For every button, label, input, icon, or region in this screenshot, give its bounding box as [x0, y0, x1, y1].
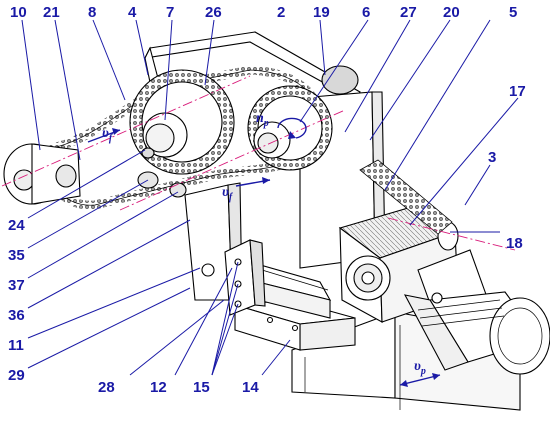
drive-belt [359, 159, 453, 235]
label-8: 8 [88, 4, 96, 21]
leader-lines [21, 19, 519, 376]
label-10: 10 [10, 4, 27, 21]
label-12: 12 [150, 379, 167, 396]
clamp-block [224, 239, 266, 316]
label-19: 19 [313, 4, 330, 21]
label-36: 36 [8, 307, 25, 324]
driven-sprocket [247, 85, 333, 171]
velocity-f-mid: υf [222, 185, 234, 203]
label-37: 37 [8, 277, 25, 294]
label-20: 20 [443, 4, 460, 21]
label-18: 18 [506, 235, 523, 252]
intermediate-shafts [137, 147, 187, 198]
motion-symbols: υf υf np υp [102, 111, 426, 377]
label-15: 15 [193, 379, 210, 396]
bracket [184, 182, 243, 301]
label-6: 6 [362, 4, 370, 21]
motion-arrows [87, 117, 441, 387]
part-labels: 10 21 8 4 7 26 2 19 6 27 20 5 17 3 18 24… [8, 4, 526, 396]
label-29: 29 [8, 367, 25, 384]
velocity-p: υp [414, 359, 426, 377]
axis-lines [1, 75, 516, 251]
label-26: 26 [205, 4, 222, 21]
label-3: 3 [488, 149, 496, 166]
label-24: 24 [8, 217, 25, 234]
label-35: 35 [8, 247, 25, 264]
label-5: 5 [509, 4, 517, 21]
drum [3, 143, 81, 205]
rotation-speed-p: np [256, 111, 269, 129]
label-14: 14 [242, 379, 259, 396]
upper-motor-flange [321, 65, 359, 95]
label-4: 4 [128, 4, 137, 21]
label-27: 27 [400, 4, 417, 21]
label-11: 11 [8, 337, 24, 354]
label-28: 28 [98, 379, 115, 396]
label-17: 17 [509, 83, 526, 100]
electric-motor [403, 249, 550, 375]
label-7: 7 [166, 4, 174, 21]
label-21: 21 [43, 4, 60, 21]
velocity-f-top: υf [102, 126, 114, 144]
label-2: 2 [277, 4, 285, 21]
